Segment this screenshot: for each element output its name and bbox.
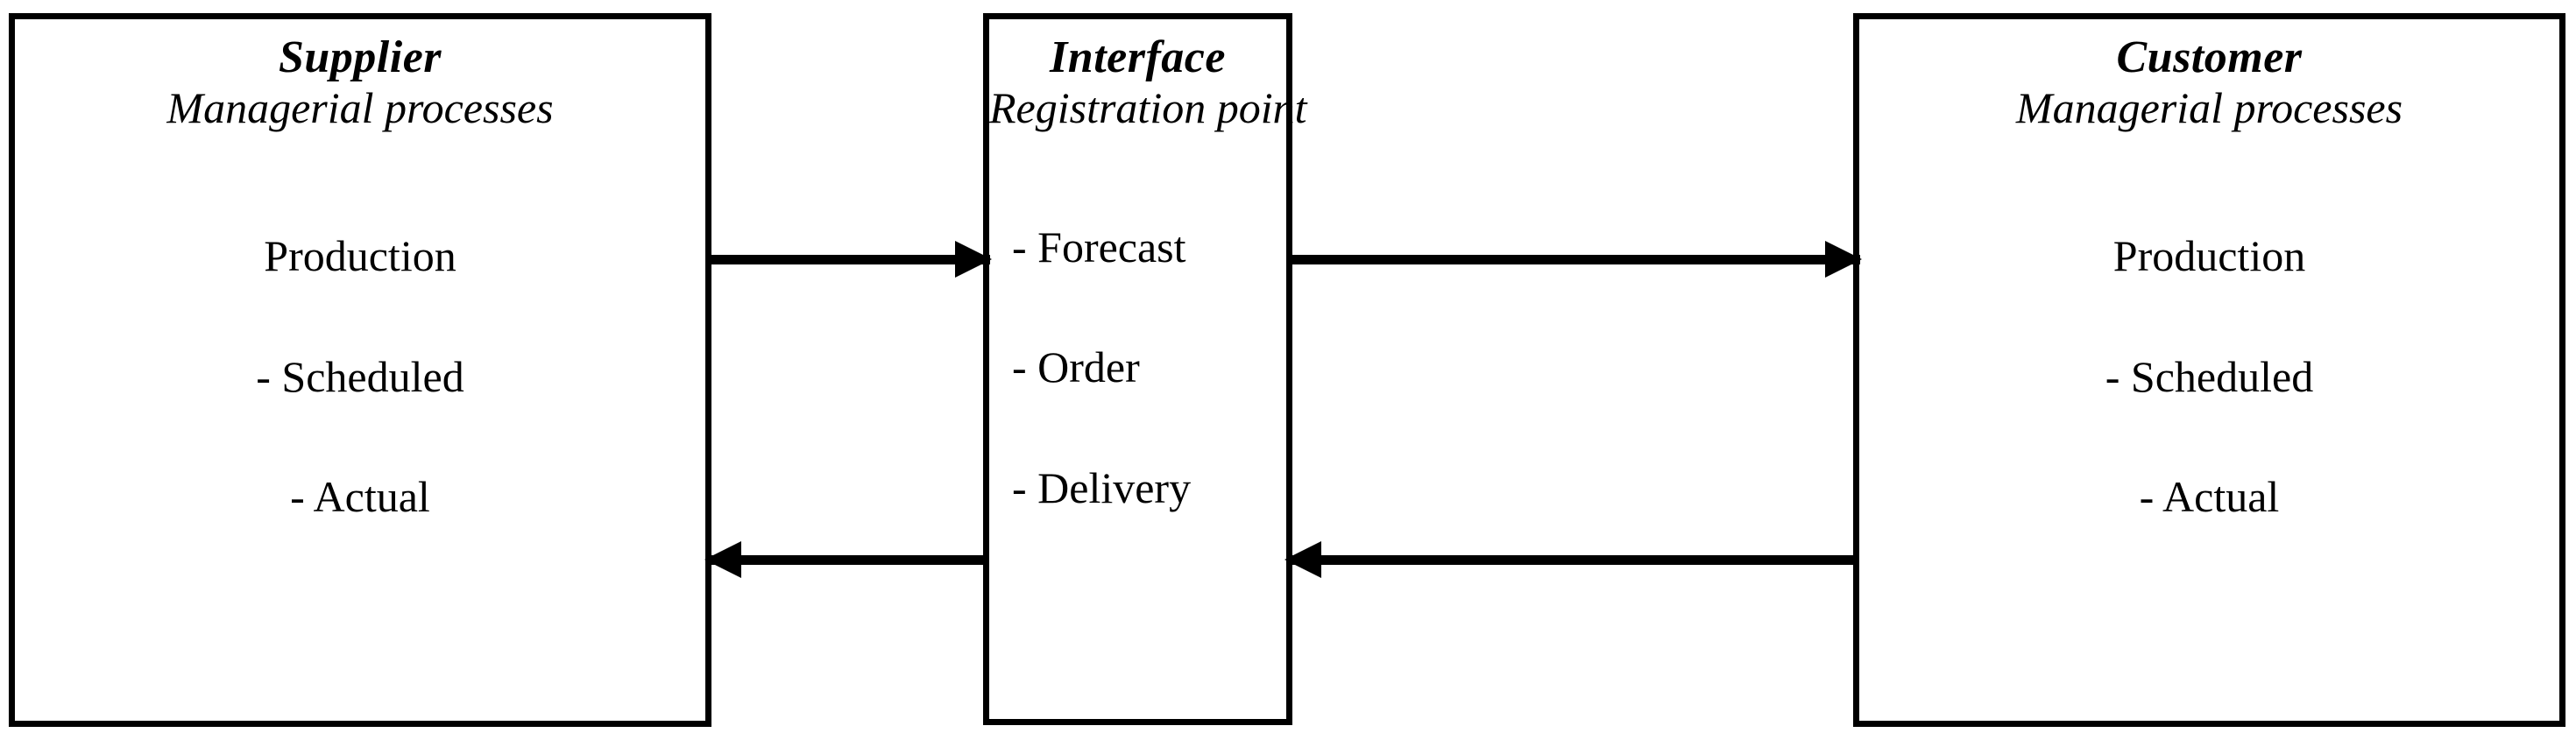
interface-content: Interface Registration point - Forecast …	[989, 19, 1307, 719]
interface-item-delivery: - Delivery	[1012, 463, 1192, 512]
node-box-supplier: Supplier Managerial processes Production…	[9, 13, 711, 727]
customer-title: Customer	[2116, 32, 2303, 82]
customer-subtitle: Managerial processes	[2015, 83, 2403, 132]
arrowhead-right-icon	[1825, 241, 1862, 278]
arrow-shaft	[706, 555, 987, 565]
customer-content: Customer Managerial processes Production…	[1859, 19, 2559, 721]
node-box-interface: Interface Registration point - Forecast …	[983, 13, 1307, 725]
interface-item-forecast: - Forecast	[1012, 222, 1186, 271]
arrowhead-left-icon	[1284, 541, 1321, 578]
customer-item-actual: - Actual	[2139, 472, 2280, 521]
arrow-shaft	[1292, 255, 1860, 264]
customer-item-scheduled: - Scheduled	[2105, 352, 2314, 401]
interface-title: Interface	[1050, 32, 1226, 82]
arrow-shaft	[1286, 555, 1858, 565]
arrow-shaft	[711, 255, 990, 264]
supplier-subtitle: Managerial processes	[166, 83, 554, 132]
supplier-item-actual: - Actual	[290, 472, 430, 521]
supplier-item-production: Production	[264, 231, 456, 280]
interface-item-order: - Order	[1012, 342, 1140, 391]
supplier-item-scheduled: - Scheduled	[256, 352, 464, 401]
arrowhead-right-icon	[955, 241, 992, 278]
arrowhead-left-icon	[704, 541, 741, 578]
supplier-content: Supplier Managerial processes Production…	[15, 19, 705, 721]
supplier-title: Supplier	[278, 32, 442, 82]
interface-subtitle: Registration point	[989, 83, 1307, 132]
node-box-customer: Customer Managerial processes Production…	[1853, 13, 2565, 727]
customer-item-production: Production	[2112, 231, 2306, 280]
